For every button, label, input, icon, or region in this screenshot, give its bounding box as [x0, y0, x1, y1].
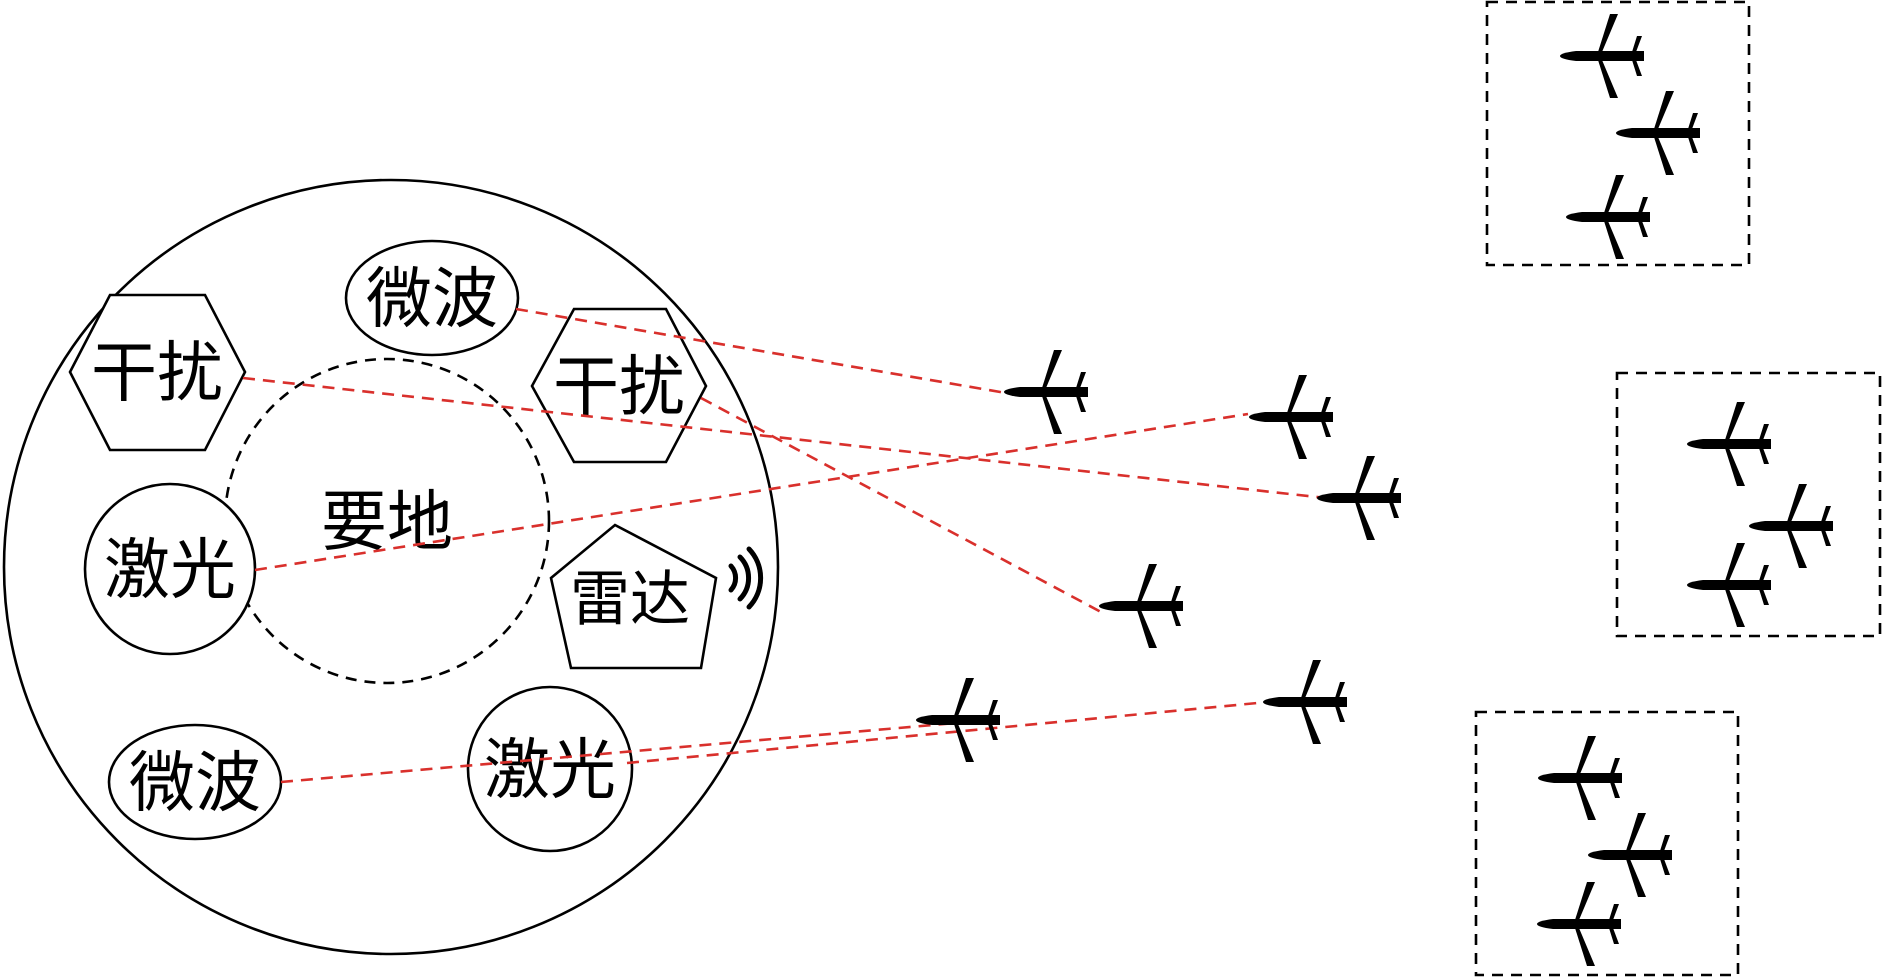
- radar-pentagon: [549, 523, 718, 670]
- formation-group-bottom: [1474, 710, 1740, 977]
- airplane-icon: [1616, 91, 1700, 175]
- airplane-icon: [1588, 813, 1672, 897]
- airplane-icon: [916, 678, 1000, 762]
- microwave-label: 微波: [366, 261, 498, 338]
- radar-wave-icon: [728, 546, 764, 610]
- engagement-line: [626, 700, 1269, 765]
- weapon-microwave-bottom: 微波: [107, 723, 283, 841]
- airplane-icon: [1560, 14, 1644, 98]
- core-zone-label: 要地: [321, 484, 453, 561]
- airplane-icon: [1249, 375, 1333, 459]
- sensor-radar: 雷达: [549, 523, 764, 670]
- formation-box: [1474, 710, 1740, 977]
- airplane-icon: [1263, 660, 1347, 744]
- formation-group-middle: [1615, 371, 1882, 638]
- core-zone-circle: [223, 357, 551, 685]
- microwave-ellipse: [344, 239, 520, 357]
- laser-label: 激光: [104, 532, 236, 609]
- engagement-line: [242, 376, 1327, 500]
- formation-box: [1615, 371, 1882, 638]
- airplane-icon: [1537, 882, 1621, 966]
- airplane-icon: [1687, 543, 1771, 627]
- engagement-line: [700, 396, 1102, 614]
- laser-circle: [466, 685, 634, 853]
- airplane-icon: [1099, 564, 1183, 648]
- engagement-line: [515, 307, 1013, 396]
- engagement-line: [254, 412, 1249, 572]
- weapon-jamming-left: 干扰: [68, 293, 247, 452]
- engagement-lines: [242, 307, 1327, 784]
- airplane-icon: [1004, 350, 1088, 434]
- airplane-icon: [1687, 402, 1771, 486]
- weapon-microwave-top: 微波: [344, 239, 520, 357]
- jamming-hexagon: [68, 293, 247, 452]
- jamming-label: 干扰: [91, 335, 223, 412]
- airplane-icon: [1317, 456, 1401, 540]
- weapon-laser-bottom: 激光: [466, 685, 634, 853]
- formation-box: [1485, 0, 1751, 267]
- laser-label: 激光: [484, 732, 616, 809]
- formation-group-top: [1485, 0, 1751, 267]
- incoming-aircraft: [916, 350, 1401, 762]
- airplane-icon: [1566, 175, 1650, 259]
- airplane-icon: [1749, 484, 1833, 568]
- radar-label: 雷达: [570, 565, 690, 635]
- jamming-label: 干扰: [553, 349, 685, 426]
- microwave-label: 微波: [129, 745, 261, 822]
- airplane-icon: [1538, 736, 1622, 820]
- weapon-laser-left: 激光: [83, 482, 257, 656]
